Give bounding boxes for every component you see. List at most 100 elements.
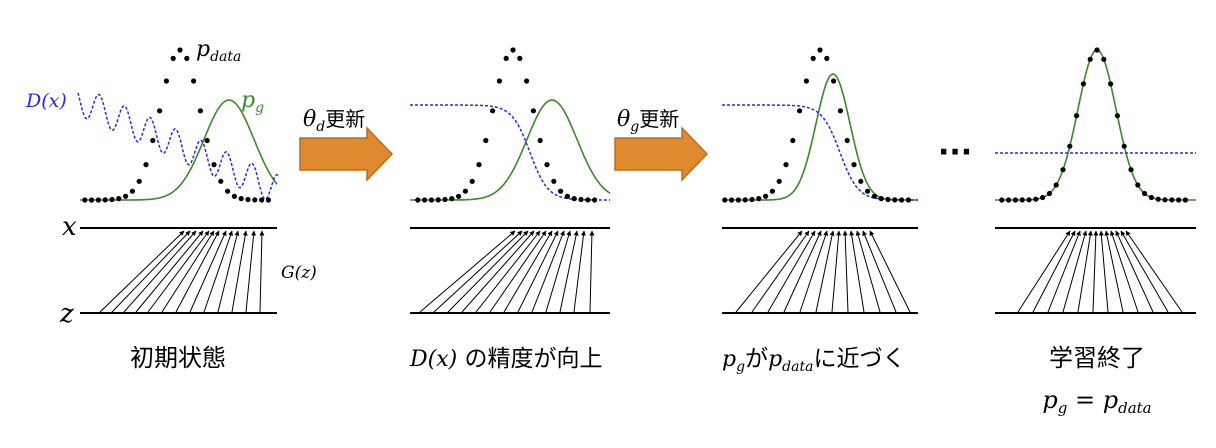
data-point [469,178,475,184]
x-axis-label: x [62,212,77,242]
data-point [742,197,748,203]
mapping-arrow [1047,230,1081,313]
mapping-arrow [489,230,547,313]
data-distribution-dots [415,47,598,203]
data-point [1019,197,1025,203]
data-point [1108,81,1114,87]
data-point [585,197,591,203]
mapping-arrow [842,230,849,313]
mapping-arrow [147,230,210,313]
data-point [817,47,823,53]
mapping-arrows [99,230,265,313]
data-point [428,197,434,203]
update-step-generator: θg更新 [614,107,709,182]
data-point [1169,197,1175,203]
mapping-arrow [767,230,816,313]
right-arrow-icon [299,126,394,182]
mapping-arrow [573,230,586,313]
mapping-arrow [815,230,835,313]
mapping-arrow [849,230,865,313]
data-point [831,78,837,84]
d-x-label: D(x) [25,90,67,112]
data-distribution-dots [999,47,1188,203]
data-point [1067,143,1073,149]
mapping-arrow [161,230,215,313]
generator-curve [722,73,918,201]
data-point [1053,182,1059,188]
mapping-arrows [419,230,595,313]
mapping-arrow [751,230,810,313]
data-point [844,137,850,144]
data-point [163,78,169,84]
mapping-arrows [735,230,911,313]
mapping-arrow [545,230,572,313]
data-distribution-dots [82,47,271,203]
data-point [211,162,217,168]
data-point [1135,182,1141,188]
data-point [530,108,537,114]
data-point [756,196,762,202]
data-point [157,108,163,114]
data-point [129,188,135,194]
data-point [170,55,176,62]
data-point [592,197,598,203]
data-point [422,197,428,203]
mapping-arrow [123,230,197,313]
data-point [476,162,482,168]
data-point [551,178,557,184]
data-point [510,47,516,53]
panel-initial: x z pdata pg D(x) G(z) [25,37,317,329]
caption-equality: pg = pdata [1042,386,1151,417]
mapping-arrow [1098,230,1109,313]
mapping-arrow [175,230,220,313]
data-point [116,196,122,202]
mapping-arrow [259,230,265,313]
caption-generator-approaches: pgがpdataに近づく [722,346,905,375]
data-point [503,55,509,62]
data-point [837,108,844,114]
data-point [1101,56,1107,62]
mapping-arrow [735,230,803,313]
mapping-arrow [189,230,227,313]
data-point [1080,81,1086,87]
caption-initial: 初期状態 [130,344,226,372]
mapping-arrow [855,230,881,313]
data-point [749,196,755,203]
data-point [109,196,115,203]
data-point [1148,194,1154,201]
mapping-arrow [559,230,579,313]
g-z-label: G(z) [281,263,317,283]
data-point [865,188,871,194]
mapping-arrow [503,230,553,313]
data-point [729,197,735,203]
data-point [1128,167,1134,173]
data-point [462,188,468,194]
mapping-arrow [531,230,565,313]
data-point [245,196,251,203]
data-point [95,197,101,203]
data-point [191,78,197,84]
data-point [415,197,421,203]
mapping-arrow [1092,230,1099,313]
data-point [892,197,898,203]
mapping-arrow [517,230,559,313]
data-point [1040,194,1046,201]
data-point [517,55,523,62]
mapping-arrow [99,230,185,313]
mapping-arrow [799,230,828,313]
data-point [790,137,796,144]
data-point [89,197,95,203]
data-point [1121,143,1127,149]
data-point [722,197,728,203]
data-point [265,197,271,203]
generator-curve [80,99,278,201]
panel-discriminator-improved [410,47,611,314]
data-point [218,178,224,184]
mapping-arrow [783,230,822,313]
caption-discriminator-improved: D(x) の精度が向上 [409,346,603,372]
p-data-label: pdata [196,37,241,65]
discriminator-curve [410,104,610,201]
data-point [150,137,156,144]
data-point [769,188,776,194]
mapping-arrow [217,230,240,313]
